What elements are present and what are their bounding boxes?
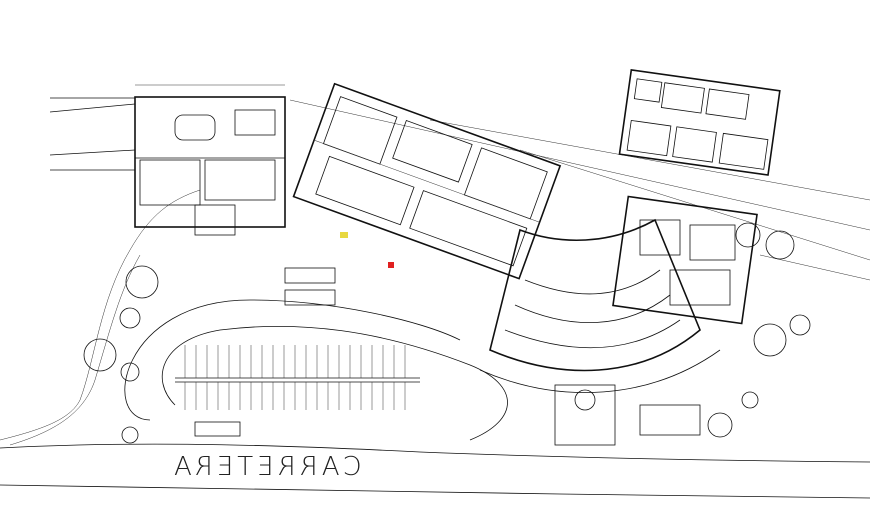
parking-lot (124, 267, 508, 441)
highway (0, 189, 870, 499)
yellow-marker (340, 232, 348, 238)
building-main (292, 82, 562, 280)
access-road (49, 97, 870, 281)
red-marker (388, 262, 394, 268)
building-northeast (618, 69, 781, 176)
trees (83, 222, 811, 444)
road-label: CARRETERA (170, 452, 362, 482)
building-east (612, 195, 758, 325)
auditorium (479, 218, 721, 446)
building-west (134, 84, 286, 236)
